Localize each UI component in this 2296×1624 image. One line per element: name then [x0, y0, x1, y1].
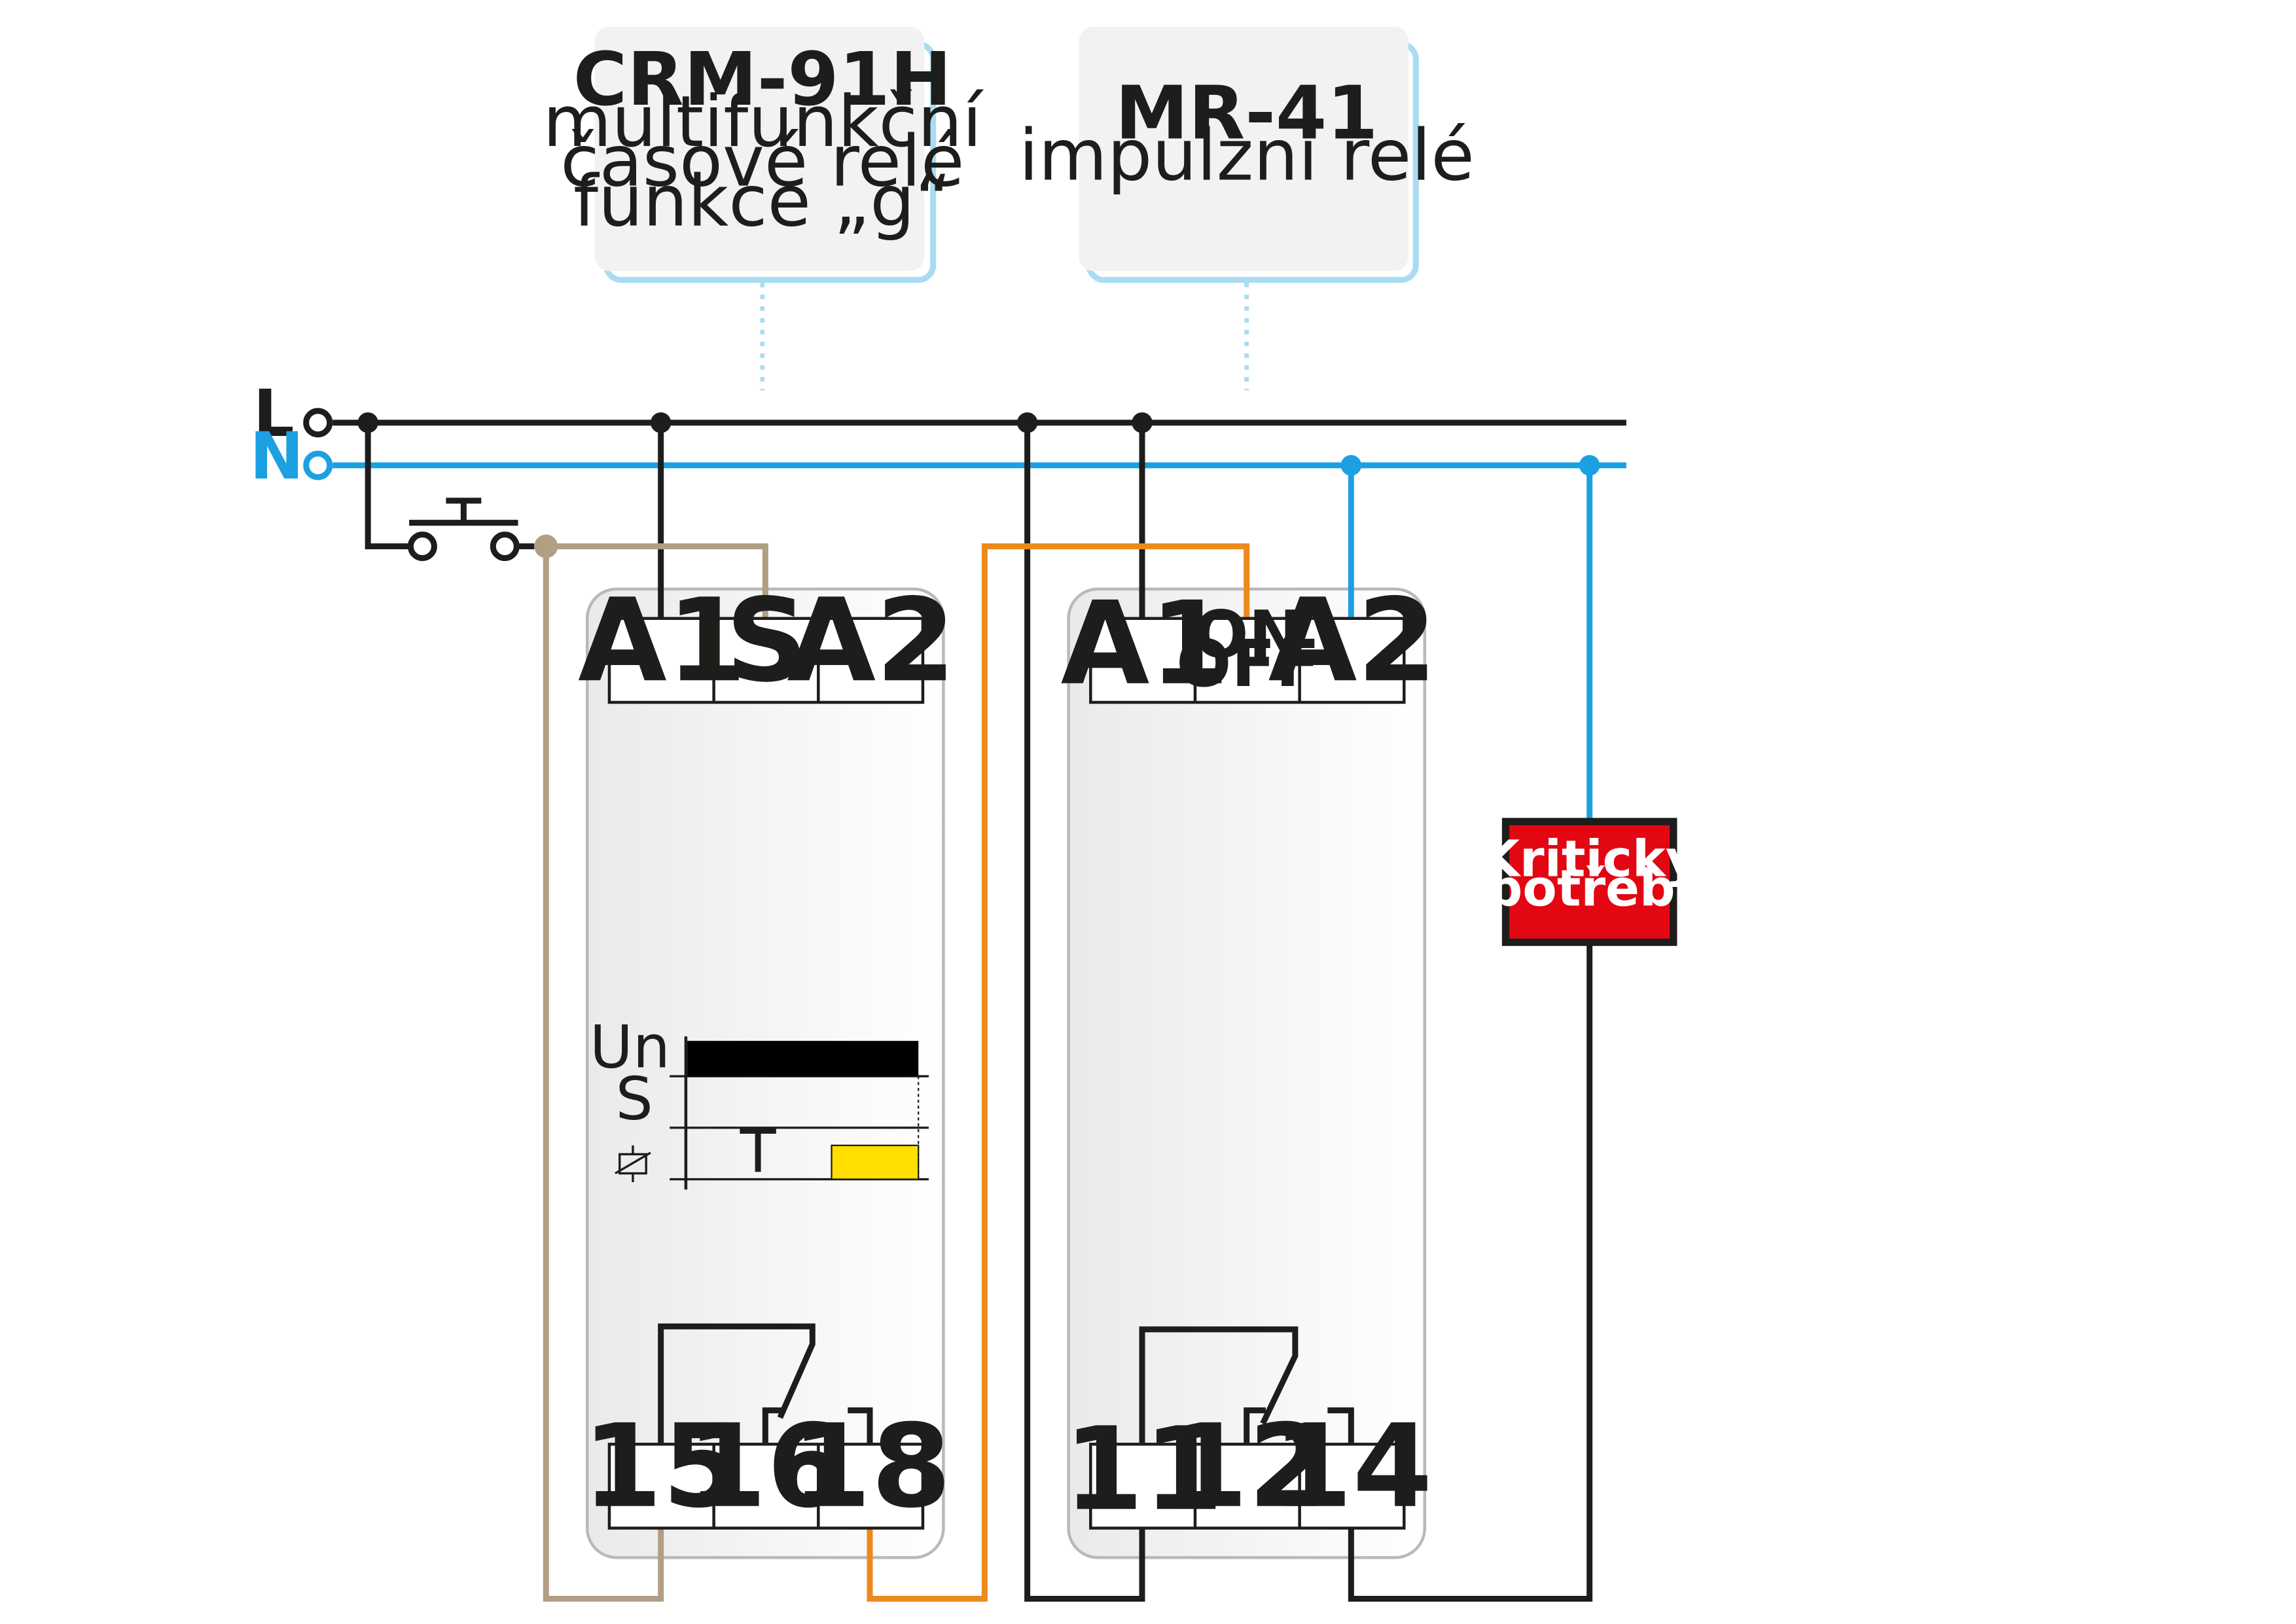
junction-l-mr-11 [1016, 412, 1038, 433]
wire-mr-14-to-load [1348, 942, 1593, 1602]
mr-bottom-terminals: 11 12 14 [1064, 1400, 1432, 1536]
junction-l-button [357, 412, 378, 433]
pushbutton-icon [407, 497, 535, 562]
crm-top-terminals: A1 S A2 [578, 574, 956, 708]
crm-terminal-15: 15 [583, 1400, 742, 1534]
timing-label-un: Un [590, 1014, 670, 1082]
timing-relay-bar [831, 1144, 920, 1180]
timing-label-s: S [616, 1065, 653, 1133]
critical-load: Kritický spotřebič [1457, 818, 1722, 947]
mr-terminal-12: 12 [1168, 1400, 1328, 1534]
mr-terminal-11: 11 [1064, 1403, 1223, 1536]
crm-terminal-18: 18 [791, 1400, 951, 1534]
crm-bottom-terminals: 15 16 18 [583, 1400, 951, 1534]
mr-terminal-a2: A2 [1268, 574, 1437, 708]
label-crm-line2: časové relé [560, 121, 964, 203]
junction-n-mr-a2 [1340, 455, 1362, 476]
timing-un-bar [687, 1041, 919, 1077]
crm-terminal-s: S [725, 574, 808, 708]
label-crm-name: CRM-91H [573, 37, 952, 122]
wire-button-to-crm-s [546, 543, 768, 619]
label-mr-box [1079, 26, 1409, 272]
label-mr-name: MR-41 [1115, 71, 1378, 156]
critical-load-box [1501, 818, 1677, 947]
crm-terminal-16: 16 [687, 1400, 847, 1534]
label-crm-box [594, 26, 925, 272]
crm-timing-diagram: Un S T [590, 1014, 929, 1190]
label-mr-41: MR-41 impulzní relé [1019, 26, 1475, 283]
wire-button-to-crm-15 [543, 546, 664, 1602]
label-crm-91h: CRM-91H multifunkční časové relé funkce … [543, 26, 984, 283]
mr-top-terminals: A1 ON OFF A2 [1061, 574, 1437, 710]
critical-load-line2: spotřebič [1457, 859, 1722, 918]
relay-coil-icon [615, 1145, 651, 1183]
junction-button-beige [534, 534, 558, 558]
rail-l-terminal [303, 408, 333, 438]
junction-l-crm-a1 [650, 412, 672, 433]
rail-n-label: N [249, 419, 304, 494]
wire-l-to-button [365, 422, 422, 550]
crm-terminal-a1: A1 [578, 574, 747, 708]
wire-crm-18-to-mr-onoff [867, 543, 1250, 1602]
timing-label-t: T [740, 1118, 777, 1186]
mr-contact-symbol [1139, 1326, 1354, 1443]
crm-contact-symbol [658, 1323, 873, 1443]
label-mr-line1: impulzní relé [1019, 115, 1475, 197]
critical-load-line1: Kritický [1481, 830, 1698, 888]
junction-l-mr-a1 [1132, 412, 1153, 433]
rail-n-terminal [303, 450, 333, 480]
label-crm-line1: multifunkční [543, 81, 984, 163]
mr-terminal-off: OFF [1176, 626, 1319, 702]
label-crm-line3: funkce „g“ [573, 160, 952, 242]
junction-n-load [1579, 455, 1600, 476]
mr-terminal-on: ON [1193, 597, 1302, 672]
mr-terminal-14: 14 [1273, 1400, 1433, 1534]
rail-l-label: L [253, 376, 295, 452]
crm-terminal-a2: A2 [787, 574, 956, 708]
wire-l-to-mr-11 [1024, 422, 1145, 1602]
mr-terminal-a1: A1 [1061, 577, 1230, 711]
